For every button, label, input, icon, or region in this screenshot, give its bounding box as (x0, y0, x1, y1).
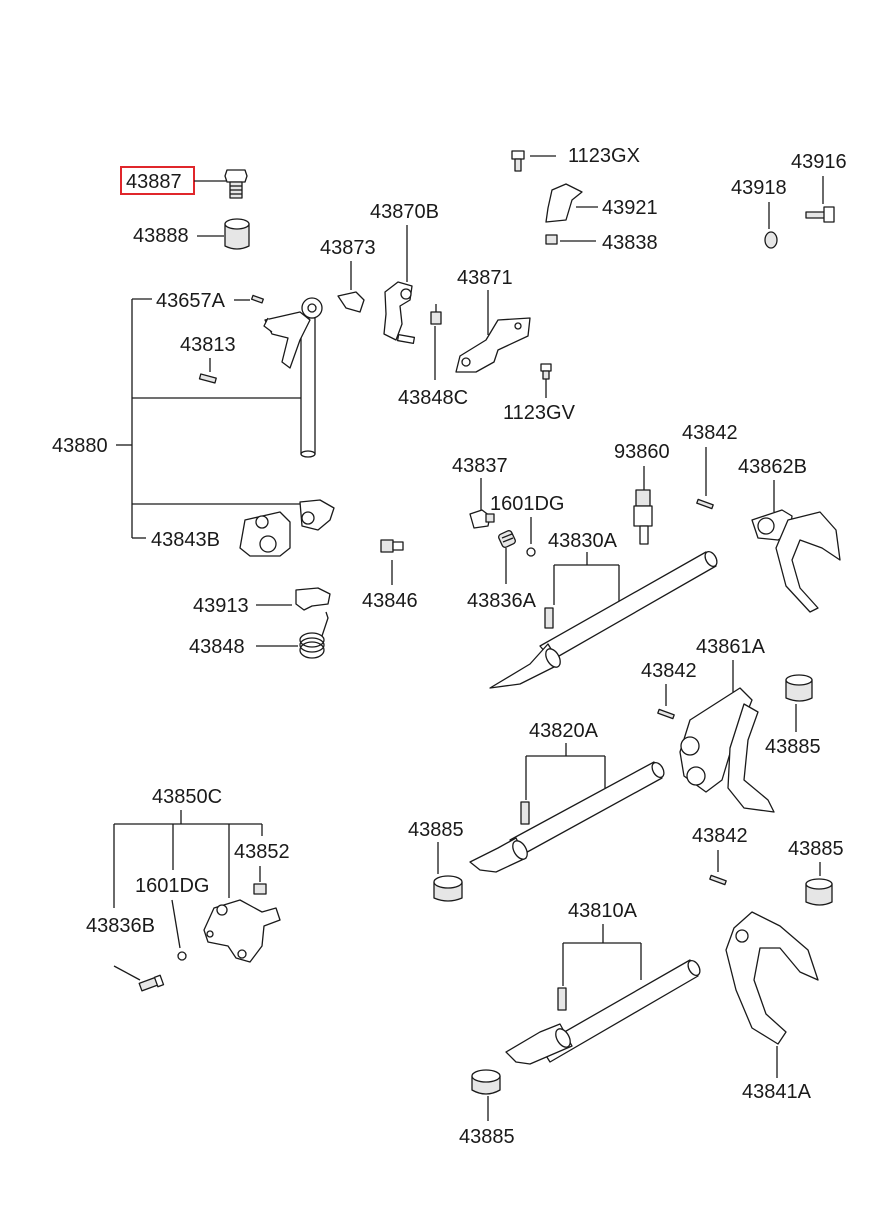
rail-43810A (505, 959, 701, 1065)
pin-43842-c (709, 874, 727, 886)
label-43843B[interactable]: 43843B (151, 529, 220, 551)
nut-43838 (545, 234, 558, 245)
bolt-43916 (805, 206, 835, 223)
label-43871[interactable]: 43871 (457, 267, 513, 289)
bracket-43850C (203, 899, 281, 963)
label-43885-b[interactable]: 43885 (408, 819, 464, 841)
label-1601DG-b[interactable]: 1601DG (135, 875, 210, 897)
label-43813[interactable]: 43813 (180, 334, 236, 356)
label-43888[interactable]: 43888 (133, 225, 189, 247)
label-43657A[interactable]: 43657A (156, 290, 226, 312)
label-43913[interactable]: 43913 (193, 595, 249, 617)
label-43862B[interactable]: 43862B (738, 456, 807, 478)
label-43880[interactable]: 43880 (52, 435, 108, 457)
label-43842-b[interactable]: 43842 (641, 660, 697, 682)
fork-43861A (679, 687, 775, 813)
bracket-43871 (455, 317, 531, 373)
bushing-43885-d (471, 1069, 501, 1095)
label-43861A[interactable]: 43861A (696, 636, 766, 658)
fork-43862B (751, 509, 841, 613)
lever-43870B (383, 281, 416, 344)
label-43836B[interactable]: 43836B (86, 915, 155, 937)
spring-43848 (299, 611, 329, 659)
switch-93860 (633, 489, 653, 545)
label-43870B[interactable]: 43870B (370, 201, 439, 223)
bolt-1123GV (540, 363, 552, 380)
rail-43820A (469, 761, 665, 873)
label-43873[interactable]: 43873 (320, 237, 376, 259)
label-93860[interactable]: 93860 (614, 441, 670, 463)
spring-43836A (498, 530, 516, 548)
label-43842-a[interactable]: 43842 (682, 422, 738, 444)
label-43848[interactable]: 43848 (189, 636, 245, 658)
bushing-43885-b (433, 875, 463, 902)
label-43885-c[interactable]: 43885 (788, 838, 844, 860)
label-1123GX[interactable]: 1123GX (568, 145, 640, 167)
selector-43843B (239, 499, 335, 557)
bushing-43888 (224, 218, 250, 250)
fork-43841A (725, 911, 819, 1045)
pin-43813 (198, 373, 217, 384)
plug-43837 (469, 509, 495, 529)
label-43837[interactable]: 43837 (452, 455, 508, 477)
label-43841A[interactable]: 43841A (742, 1081, 812, 1103)
label-43850C[interactable]: 43850C (152, 786, 222, 808)
label-43846[interactable]: 43846 (362, 590, 418, 612)
label-43810A[interactable]: 43810A (568, 900, 638, 922)
bushing-43885-a (785, 674, 813, 702)
label-1123GV[interactable]: 1123GV (503, 402, 576, 424)
screw-43836B (138, 974, 165, 992)
label-43830A[interactable]: 43830A (548, 530, 618, 552)
label-43848C[interactable]: 43848C (398, 387, 468, 409)
bolt-1123GX (511, 150, 525, 172)
washer-43918 (764, 231, 778, 249)
label-43852[interactable]: 43852 (234, 841, 290, 863)
label-43887[interactable]: 43887 (126, 171, 182, 193)
pin-43657A (250, 294, 264, 304)
nut-43852 (253, 883, 267, 895)
label-43836A[interactable]: 43836A (467, 590, 537, 612)
rail-43830A (489, 550, 718, 689)
clip-43873 (337, 291, 365, 313)
label-43918[interactable]: 43918 (731, 177, 787, 199)
label-43885-d[interactable]: 43885 (459, 1126, 515, 1148)
label-1601DG-a[interactable]: 1601DG (490, 493, 565, 515)
label-43921[interactable]: 43921 (602, 197, 658, 219)
label-43885-a[interactable]: 43885 (765, 736, 821, 758)
label-43820A[interactable]: 43820A (529, 720, 599, 742)
pin-43842-a (696, 498, 714, 510)
plate-43913 (295, 587, 331, 611)
plate-43921 (545, 183, 583, 223)
nut-43848C (430, 304, 442, 325)
ball-1601DG-b (177, 951, 187, 961)
label-43842-c[interactable]: 43842 (692, 825, 748, 847)
label-43838[interactable]: 43838 (602, 232, 658, 254)
label-43916[interactable]: 43916 (791, 151, 847, 173)
pin-43842-b (657, 708, 675, 720)
shift-shaft-43880 (263, 297, 323, 458)
bolt-43887 (224, 169, 248, 199)
ball-1601DG-a (526, 547, 536, 557)
bushing-43885-c (805, 878, 833, 906)
plug-43846 (380, 539, 404, 553)
